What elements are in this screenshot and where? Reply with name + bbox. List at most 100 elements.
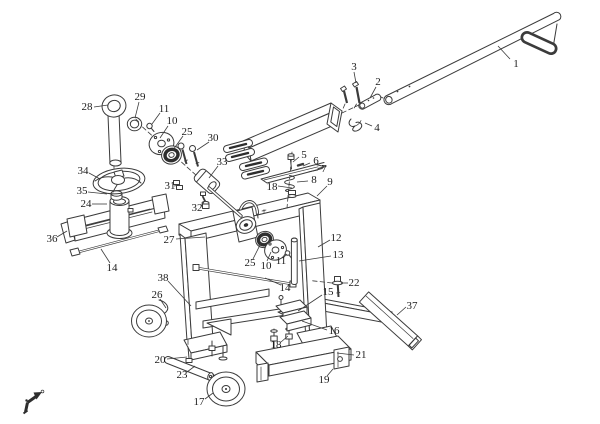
part-label-25: 25 <box>172 126 194 151</box>
part-label-36: 36 <box>47 230 68 245</box>
part-label-19: 19 <box>319 368 334 386</box>
svg-text:5: 5 <box>301 149 307 161</box>
svg-text:12: 12 <box>331 232 342 244</box>
bearing-upper <box>161 145 182 165</box>
part-label-10: 10 <box>261 251 273 272</box>
boom-arm <box>242 102 343 162</box>
svg-text:28: 28 <box>82 101 94 113</box>
svg-text:32: 32 <box>192 202 203 214</box>
svg-text:9: 9 <box>327 176 333 188</box>
base-channel <box>255 335 352 383</box>
svg-text:7: 7 <box>321 163 327 175</box>
svg-text:36: 36 <box>47 233 59 245</box>
stud-bolts <box>177 142 200 167</box>
svg-text:17: 17 <box>194 396 206 408</box>
spring <box>284 175 295 192</box>
svg-text:37: 37 <box>407 300 419 312</box>
part-label-1: 1 <box>497 45 519 70</box>
part-label-23: 23 <box>177 365 196 381</box>
part-label-37: 37 <box>396 300 419 316</box>
part-label-25: 25 <box>245 242 262 269</box>
pivot-rod <box>207 186 243 218</box>
part-label-11: 11 <box>276 253 288 267</box>
svg-text:14: 14 <box>280 282 292 294</box>
part-label-17: 17 <box>194 392 214 408</box>
small-pin <box>296 162 305 167</box>
part-label-10: 10 <box>159 115 179 139</box>
svg-text:34: 34 <box>78 165 90 177</box>
part-label-21: 21 <box>336 349 367 361</box>
svg-text:4: 4 <box>374 122 380 134</box>
frame-left-column <box>179 232 228 361</box>
leg-tubes <box>317 291 422 351</box>
cotter-clip <box>348 118 363 132</box>
wing-bar <box>260 162 327 184</box>
part-label-20: 20 <box>155 354 188 366</box>
svg-text:6: 6 <box>313 155 319 167</box>
handle-tube <box>383 11 562 106</box>
part-label-13: 13 <box>298 249 345 262</box>
svg-text:33: 33 <box>217 156 229 168</box>
svg-text:18: 18 <box>267 181 279 193</box>
svg-text:2: 2 <box>375 76 381 88</box>
svg-text:11: 11 <box>276 255 287 267</box>
svg-text:30: 30 <box>208 132 220 144</box>
svg-text:1: 1 <box>513 58 519 70</box>
handle-bolts <box>340 81 361 104</box>
svg-text:8: 8 <box>311 174 317 186</box>
svg-text:15: 15 <box>323 286 335 298</box>
part-label-15: 15 <box>297 286 335 312</box>
axle-tube <box>164 356 215 381</box>
svg-text:29: 29 <box>135 91 147 103</box>
part-label-2: 2 <box>369 76 381 99</box>
part-label-12: 12 <box>317 232 342 248</box>
svg-text:23: 23 <box>177 369 189 381</box>
part-label-18: 18 <box>267 181 293 193</box>
part-label-30: 30 <box>196 132 220 151</box>
caster-bolt <box>218 345 228 361</box>
part-label-7: 7 <box>307 163 327 175</box>
part-label-35: 35 <box>77 185 108 197</box>
part-label-22: 22 <box>341 277 360 289</box>
screw-cylinder <box>106 196 134 239</box>
svg-text:21: 21 <box>356 349 367 361</box>
svg-text:25: 25 <box>182 126 194 138</box>
slider-brackets <box>275 295 312 332</box>
svg-text:10: 10 <box>167 115 179 127</box>
svg-text:24: 24 <box>81 198 93 210</box>
svg-text:25: 25 <box>245 257 257 269</box>
svg-text:18: 18 <box>271 339 283 351</box>
part-label-3: 3 <box>351 61 357 84</box>
swivel-block <box>193 168 221 195</box>
svg-text:10: 10 <box>261 260 273 272</box>
svg-text:19: 19 <box>319 374 331 386</box>
handwheel <box>92 163 146 195</box>
svg-text:27: 27 <box>164 234 176 246</box>
part-label-4: 4 <box>364 122 380 134</box>
eye-rod <box>101 94 127 167</box>
small-screw-upper <box>146 122 155 132</box>
part-label-32: 32 <box>192 201 205 214</box>
svg-text:13: 13 <box>333 249 345 261</box>
svg-text:14: 14 <box>107 262 119 274</box>
lock-nuts <box>173 180 183 190</box>
part-label-38: 38 <box>158 272 192 307</box>
svg-text:20: 20 <box>155 354 167 366</box>
corner-arrow-icon <box>22 389 45 415</box>
svg-text:35: 35 <box>77 185 89 197</box>
handle-grip <box>520 23 558 55</box>
part-label-28: 28 <box>82 101 109 113</box>
foot-bolt <box>185 339 193 363</box>
link-tube <box>358 93 382 110</box>
part-label-24: 24 <box>81 198 107 210</box>
tie-rod-upper <box>69 225 169 257</box>
svg-text:38: 38 <box>158 272 170 284</box>
side-wheel <box>131 299 169 338</box>
part-label-34: 34 <box>78 165 101 180</box>
svg-text:16: 16 <box>329 325 341 337</box>
grease-bolt <box>287 153 295 170</box>
part-label-33: 33 <box>208 156 229 179</box>
